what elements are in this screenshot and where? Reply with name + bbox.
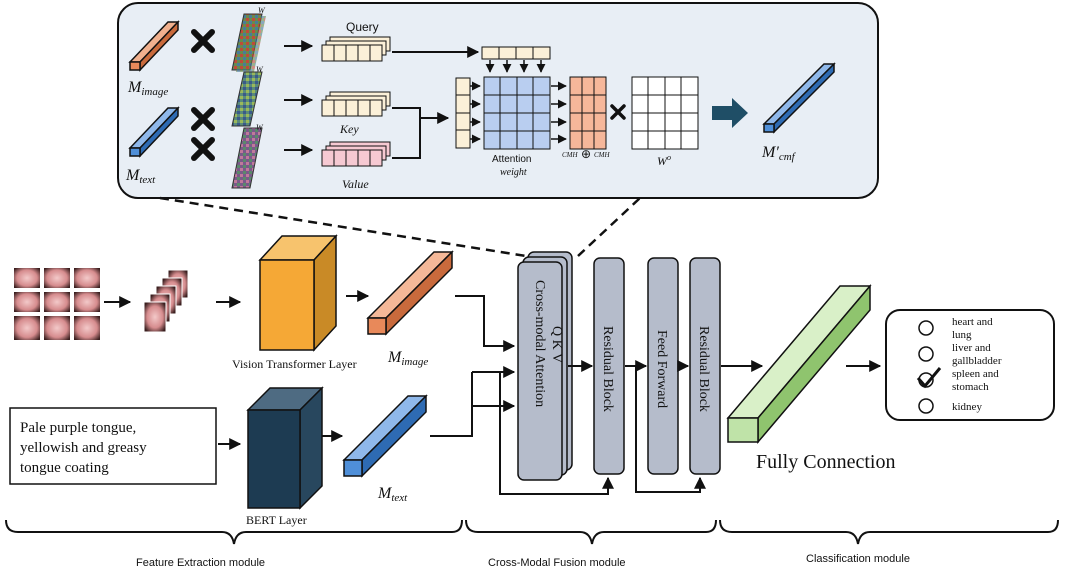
cmh-right-label: CMH — [594, 151, 611, 159]
feature-extraction-module-label: Feature Extraction module — [136, 557, 265, 569]
bert-label: BERT Layer — [246, 513, 307, 527]
m-image-label: Mimage — [127, 79, 168, 98]
wo-matrix — [631, 76, 699, 150]
vision-transformer-block — [258, 234, 338, 352]
bert-block — [246, 386, 324, 510]
attention-weight-matrix — [483, 76, 551, 150]
residual-block-1 — [593, 257, 625, 475]
svg-text:lung: lung — [952, 329, 972, 341]
value-matrix — [321, 141, 391, 167]
weight-matrix-v-icon — [231, 127, 263, 189]
svg-text:gallbladder: gallbladder — [952, 355, 1002, 367]
cmh-left-label: CMH — [562, 151, 579, 159]
wv-label: W — [256, 123, 264, 132]
cross-modal-fusion-module-label: Cross-Modal Fusion module — [488, 557, 626, 569]
multiply-icon — [191, 29, 215, 161]
key-column-vector — [455, 77, 471, 149]
m-cmf-label: M′cmf — [761, 144, 797, 163]
cross-modal-attention-label: Cross-modal Attention — [532, 280, 547, 407]
residual-block-1-label: Residual Block — [600, 326, 615, 412]
fully-connection-label: Fully Connection — [756, 451, 895, 473]
class-option-spleen-stomach: spleen and stomach — [916, 367, 999, 393]
m-text-vector-icon — [128, 106, 180, 158]
value-label: Value — [342, 177, 369, 191]
wq-label: W — [258, 6, 266, 15]
multiply-small-icon — [610, 104, 626, 120]
class-option-kidney: kidney — [918, 398, 982, 414]
classification-module-label: Classification module — [806, 553, 910, 565]
svg-text:Pale purple tongue,: Pale purple tongue, — [20, 420, 136, 436]
zoom-line-right — [577, 197, 641, 257]
output-arrow-icon — [712, 98, 748, 128]
clinical-text-input: Pale purple tongue, yellowish and greasy… — [9, 407, 217, 485]
weight-matrix-q-icon — [231, 13, 266, 72]
attention-weight-label-2: weight — [500, 167, 527, 178]
key-matrix — [321, 91, 391, 117]
cross-modal-attention-block — [517, 251, 573, 481]
residual-block-2-label: Residual Block — [696, 326, 711, 412]
pipeline-m-text-icon — [342, 394, 428, 478]
svg-text:yellowish and greasy: yellowish and greasy — [20, 440, 147, 456]
class-option-heart-lung: heart and lung — [918, 316, 993, 341]
svg-text:liver and: liver and — [952, 342, 991, 354]
classification-output-box — [885, 309, 1055, 421]
attention-weight-label: Attention — [492, 154, 531, 165]
patch-sequence — [143, 269, 189, 333]
class-option-liver-gallbladder: liver and gallbladder — [918, 342, 1002, 367]
svg-text:kidney: kidney — [952, 401, 982, 413]
svg-text:spleen and: spleen and — [952, 368, 999, 380]
attention-detail-panel: Mimage Mtext W W W — [117, 2, 879, 199]
concat-icon: ⊕ — [581, 147, 591, 161]
svg-text:stomach: stomach — [952, 381, 989, 393]
zoom-line-left — [159, 196, 527, 258]
tongue-image-patches — [12, 266, 102, 342]
checkmark-icon — [916, 367, 942, 389]
svg-text:heart and: heart and — [952, 316, 993, 328]
m-text-label: Mtext — [125, 167, 156, 186]
pipeline-m-image-label: Mimage — [387, 349, 428, 368]
svg-text:tongue coating: tongue coating — [20, 460, 109, 476]
m-cmf-vector-icon — [762, 62, 836, 134]
query-label: Query — [346, 20, 379, 34]
key-label: Key — [339, 122, 359, 136]
qkv-label: Q K V — [549, 326, 564, 363]
module-braces — [5, 519, 1059, 545]
wo-label: Wo — [657, 153, 671, 168]
query-row-vector — [481, 46, 551, 60]
pipeline-m-image-icon — [366, 250, 454, 336]
weight-matrix-k-icon — [231, 71, 263, 127]
m-image-vector-icon — [128, 20, 180, 72]
feed-forward-label: Feed Forward — [654, 330, 669, 408]
pipeline-m-text-label: Mtext — [377, 485, 408, 504]
fully-connection-layer — [726, 283, 872, 445]
wk-label: W — [256, 65, 264, 74]
query-matrix — [321, 36, 391, 62]
residual-block-2 — [689, 257, 721, 475]
cmh-output-matrix — [569, 76, 607, 150]
vit-label: Vision Transformer Layer — [232, 357, 357, 371]
